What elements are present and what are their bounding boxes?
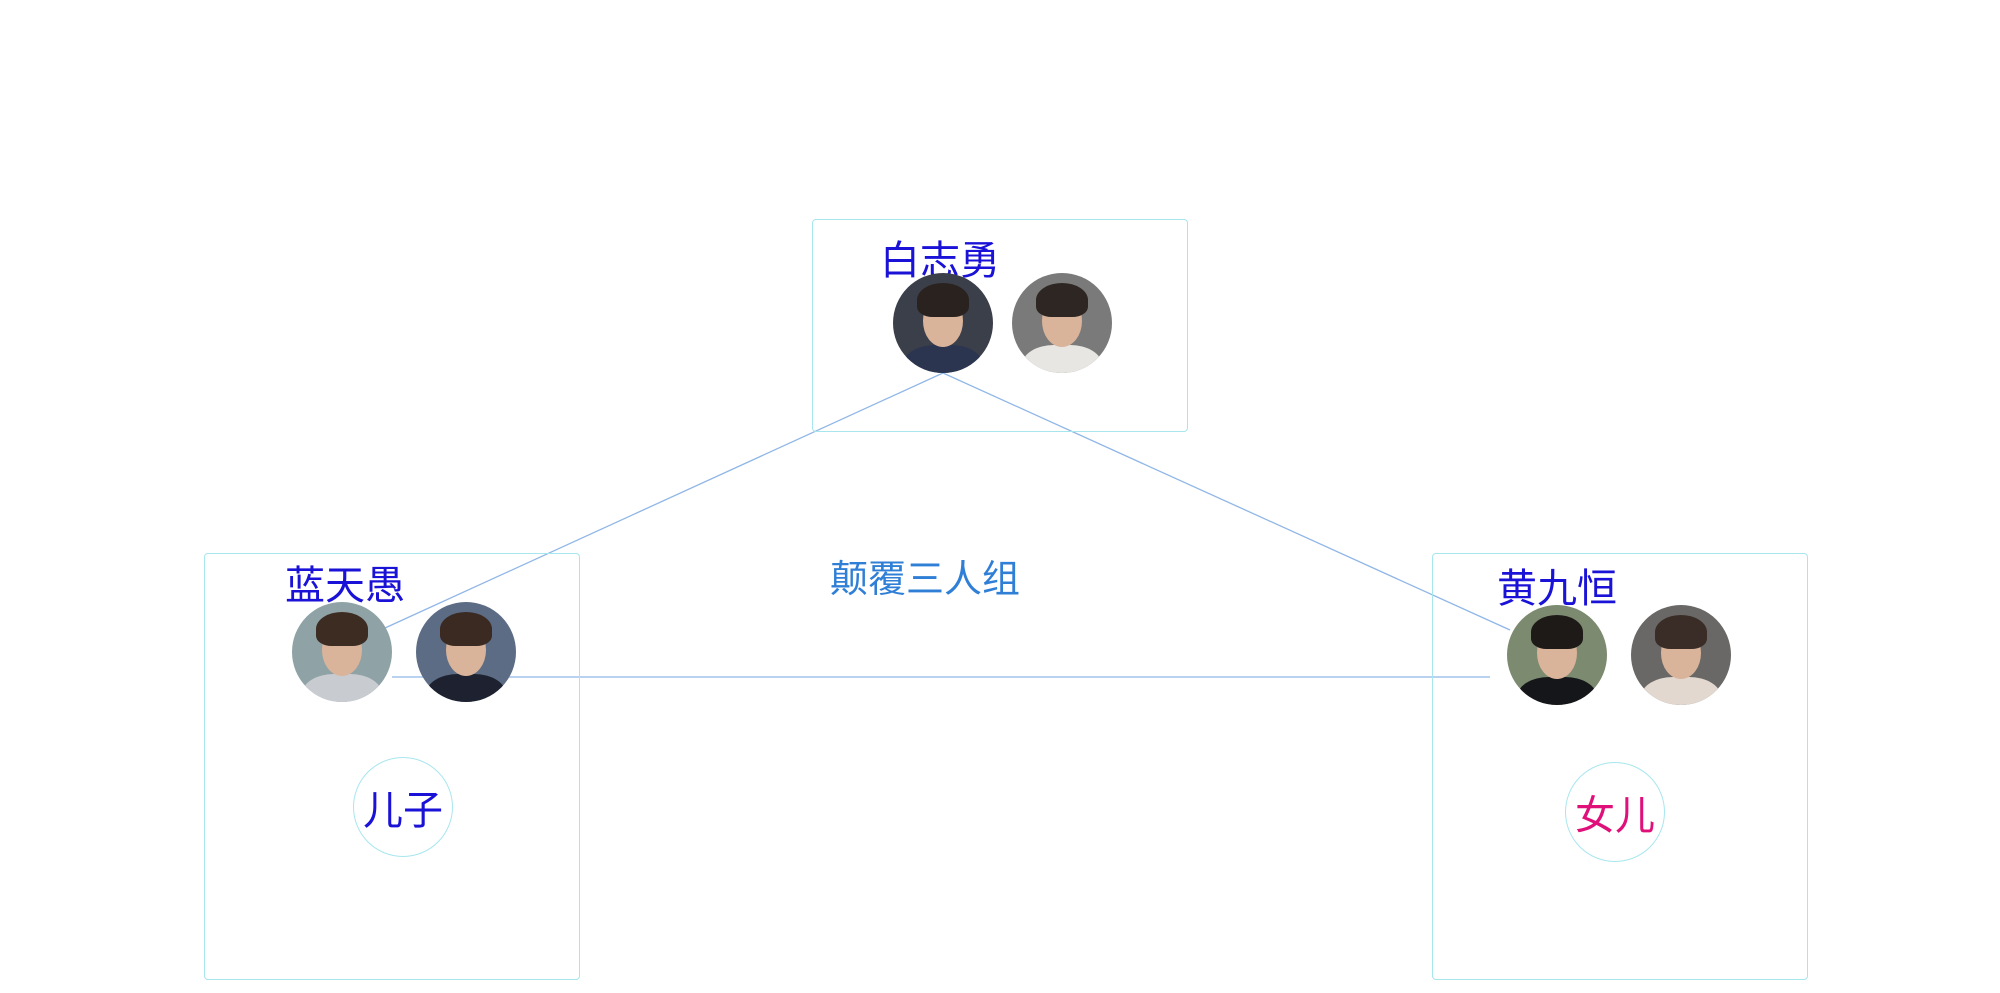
- group-right-name: 黄九恒: [1497, 566, 1617, 612]
- avatar-left-2[interactable]: [416, 602, 516, 702]
- group-left-name: 蓝天愚: [285, 563, 405, 609]
- link-top-right: [942, 372, 1511, 631]
- avatar-left-1[interactable]: [292, 602, 392, 702]
- group-right: [1432, 553, 1808, 980]
- group-top: [812, 219, 1188, 432]
- link-top-left: [384, 372, 944, 629]
- avatar-top-2[interactable]: [1012, 273, 1112, 373]
- group-left: [204, 553, 580, 980]
- relation-son: 儿子: [353, 757, 453, 857]
- avatar-top-1[interactable]: [893, 273, 993, 373]
- center-label: 颠覆三人组: [830, 557, 1021, 601]
- avatar-right-1[interactable]: [1507, 605, 1607, 705]
- relation-daughter: 女儿: [1565, 762, 1665, 862]
- avatar-right-2[interactable]: [1631, 605, 1731, 705]
